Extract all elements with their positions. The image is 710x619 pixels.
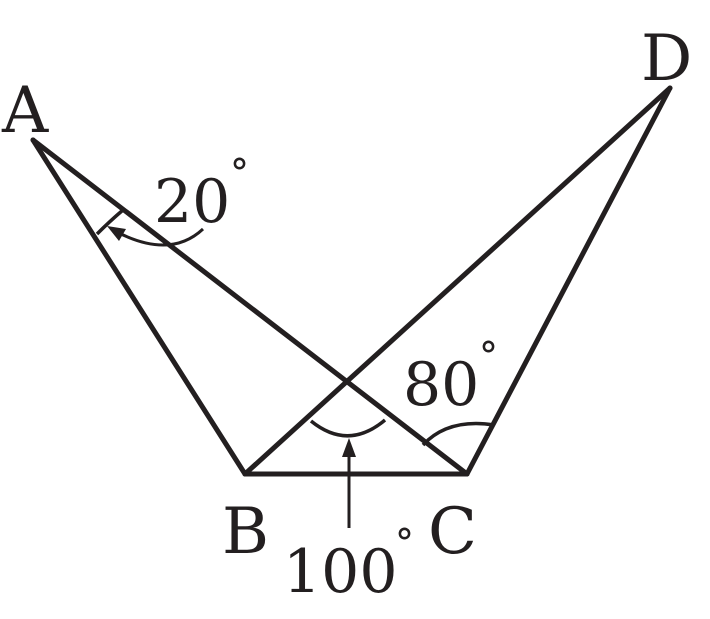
vertex-label-b: B [222,495,269,569]
arrowhead-100-icon [342,438,356,457]
vertex-label-a: A [1,74,49,148]
segment-cd [464,85,673,477]
angle-arc-o [309,418,387,438]
angle-arc-a [95,208,125,236]
angle-label-100: 100 [283,537,398,607]
vertex-label-d: D [641,22,692,96]
arrowhead-20-icon [107,226,126,241]
degree-symbol-20: ° [230,151,249,195]
segment-bd [242,85,673,477]
degree-symbol-100: ° [395,521,414,565]
angle-arc-c [421,421,495,447]
angle-label-20: 20 [154,167,230,237]
degree-symbol-80: ° [479,334,498,378]
segment-ac [30,137,470,477]
angle-label-80: 80 [403,350,479,420]
vertex-label-c: C [428,495,477,569]
segment-ab [30,137,248,477]
pointer-20 [114,227,205,247]
